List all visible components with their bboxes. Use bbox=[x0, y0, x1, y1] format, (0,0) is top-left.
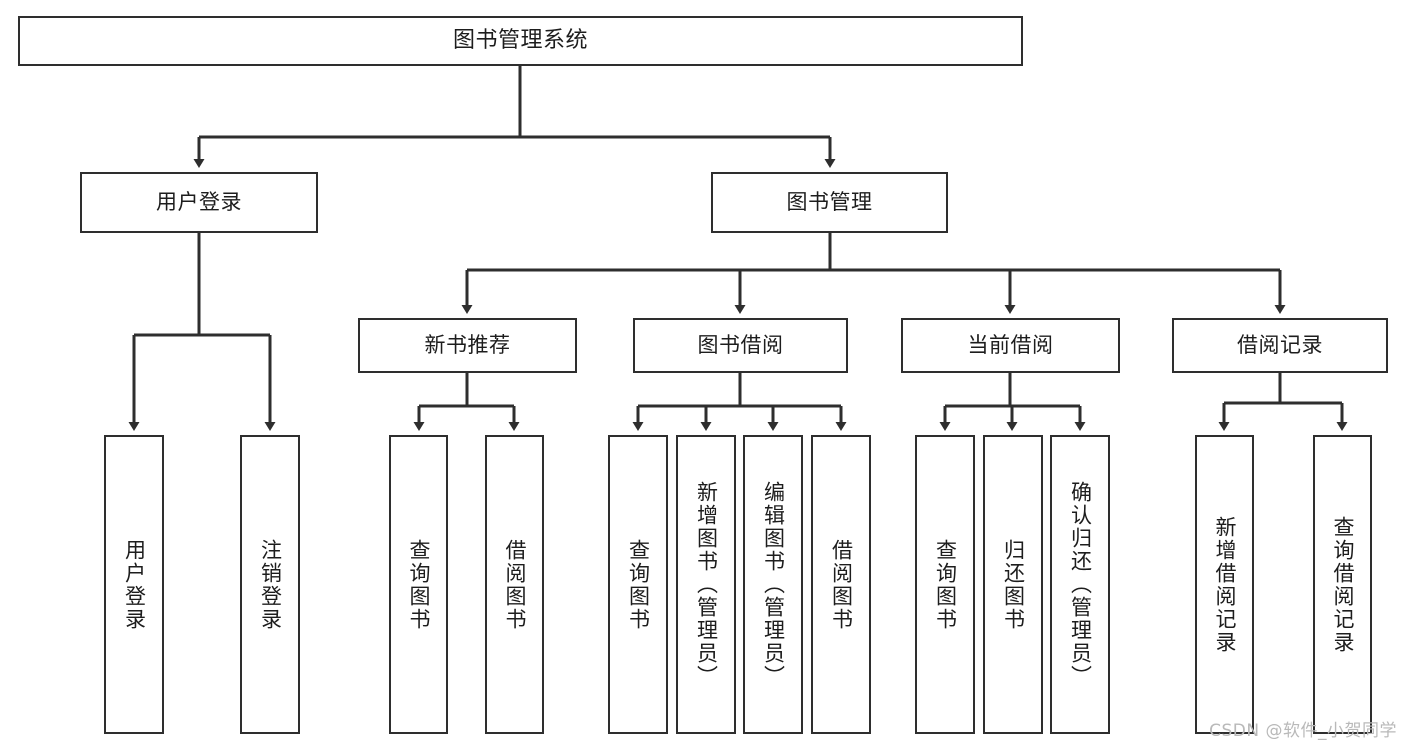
leaf-user-login-label: 用户登录 bbox=[122, 538, 147, 631]
leaf-records-query-label: 查询借阅记录 bbox=[1331, 515, 1355, 654]
leaf-borrow-add-book[interactable]: 新增图书（管理员） bbox=[676, 435, 736, 734]
leaf-records-add-label: 新增借阅记录 bbox=[1213, 515, 1237, 654]
leaf-records-query[interactable]: 查询借阅记录 bbox=[1313, 435, 1372, 734]
leaf-current-query-book[interactable]: 查询图书 bbox=[915, 435, 975, 734]
leaf-current-return-book-label: 归还图书 bbox=[1001, 538, 1026, 631]
leaf-borrow-query-book[interactable]: 查询图书 bbox=[608, 435, 668, 734]
leaf-borrow-edit-book[interactable]: 编辑图书（管理员） bbox=[743, 435, 803, 734]
node-book-management[interactable]: 图书管理 bbox=[711, 172, 948, 233]
leaf-records-add[interactable]: 新增借阅记录 bbox=[1195, 435, 1254, 734]
node-borrow-records[interactable]: 借阅记录 bbox=[1172, 318, 1388, 373]
watermark: CSDN @软件_小贺同学 bbox=[1209, 721, 1397, 741]
node-borrow-records-label: 借阅记录 bbox=[1237, 332, 1323, 357]
leaf-new-book-borrow[interactable]: 借阅图书 bbox=[485, 435, 544, 734]
leaf-logout[interactable]: 注销登录 bbox=[240, 435, 300, 734]
leaf-new-book-borrow-label: 借阅图书 bbox=[503, 538, 527, 631]
leaf-current-confirm-return-label: 确认归还（管理员） bbox=[1068, 481, 1093, 688]
node-current-borrow-label: 当前借阅 bbox=[967, 332, 1054, 357]
leaf-borrow-borrow-book-label: 借阅图书 bbox=[829, 538, 854, 631]
leaf-current-query-book-label: 查询图书 bbox=[933, 538, 958, 631]
node-book-borrow[interactable]: 图书借阅 bbox=[633, 318, 848, 373]
leaf-new-book-query[interactable]: 查询图书 bbox=[389, 435, 448, 734]
leaf-new-book-query-label: 查询图书 bbox=[407, 538, 431, 631]
node-new-book-recommend-label: 新书推荐 bbox=[424, 332, 511, 357]
node-root[interactable]: 图书管理系统 bbox=[18, 16, 1023, 66]
leaf-borrow-borrow-book[interactable]: 借阅图书 bbox=[811, 435, 871, 734]
leaf-current-return-book[interactable]: 归还图书 bbox=[983, 435, 1043, 734]
node-root-label: 图书管理系统 bbox=[452, 27, 588, 53]
leaf-user-login[interactable]: 用户登录 bbox=[104, 435, 164, 734]
node-book-management-label: 图书管理 bbox=[786, 189, 873, 214]
node-user-login[interactable]: 用户登录 bbox=[80, 172, 318, 233]
node-user-login-label: 用户登录 bbox=[156, 189, 242, 214]
leaf-borrow-add-book-label: 新增图书（管理员） bbox=[694, 481, 719, 688]
node-book-borrow-label: 图书借阅 bbox=[697, 332, 784, 357]
leaf-borrow-query-book-label: 查询图书 bbox=[626, 538, 651, 631]
leaf-borrow-edit-book-label: 编辑图书（管理员） bbox=[761, 481, 786, 688]
node-current-borrow[interactable]: 当前借阅 bbox=[901, 318, 1120, 373]
leaf-current-confirm-return[interactable]: 确认归还（管理员） bbox=[1050, 435, 1110, 734]
leaf-logout-label: 注销登录 bbox=[258, 538, 283, 631]
node-new-book-recommend[interactable]: 新书推荐 bbox=[358, 318, 577, 373]
